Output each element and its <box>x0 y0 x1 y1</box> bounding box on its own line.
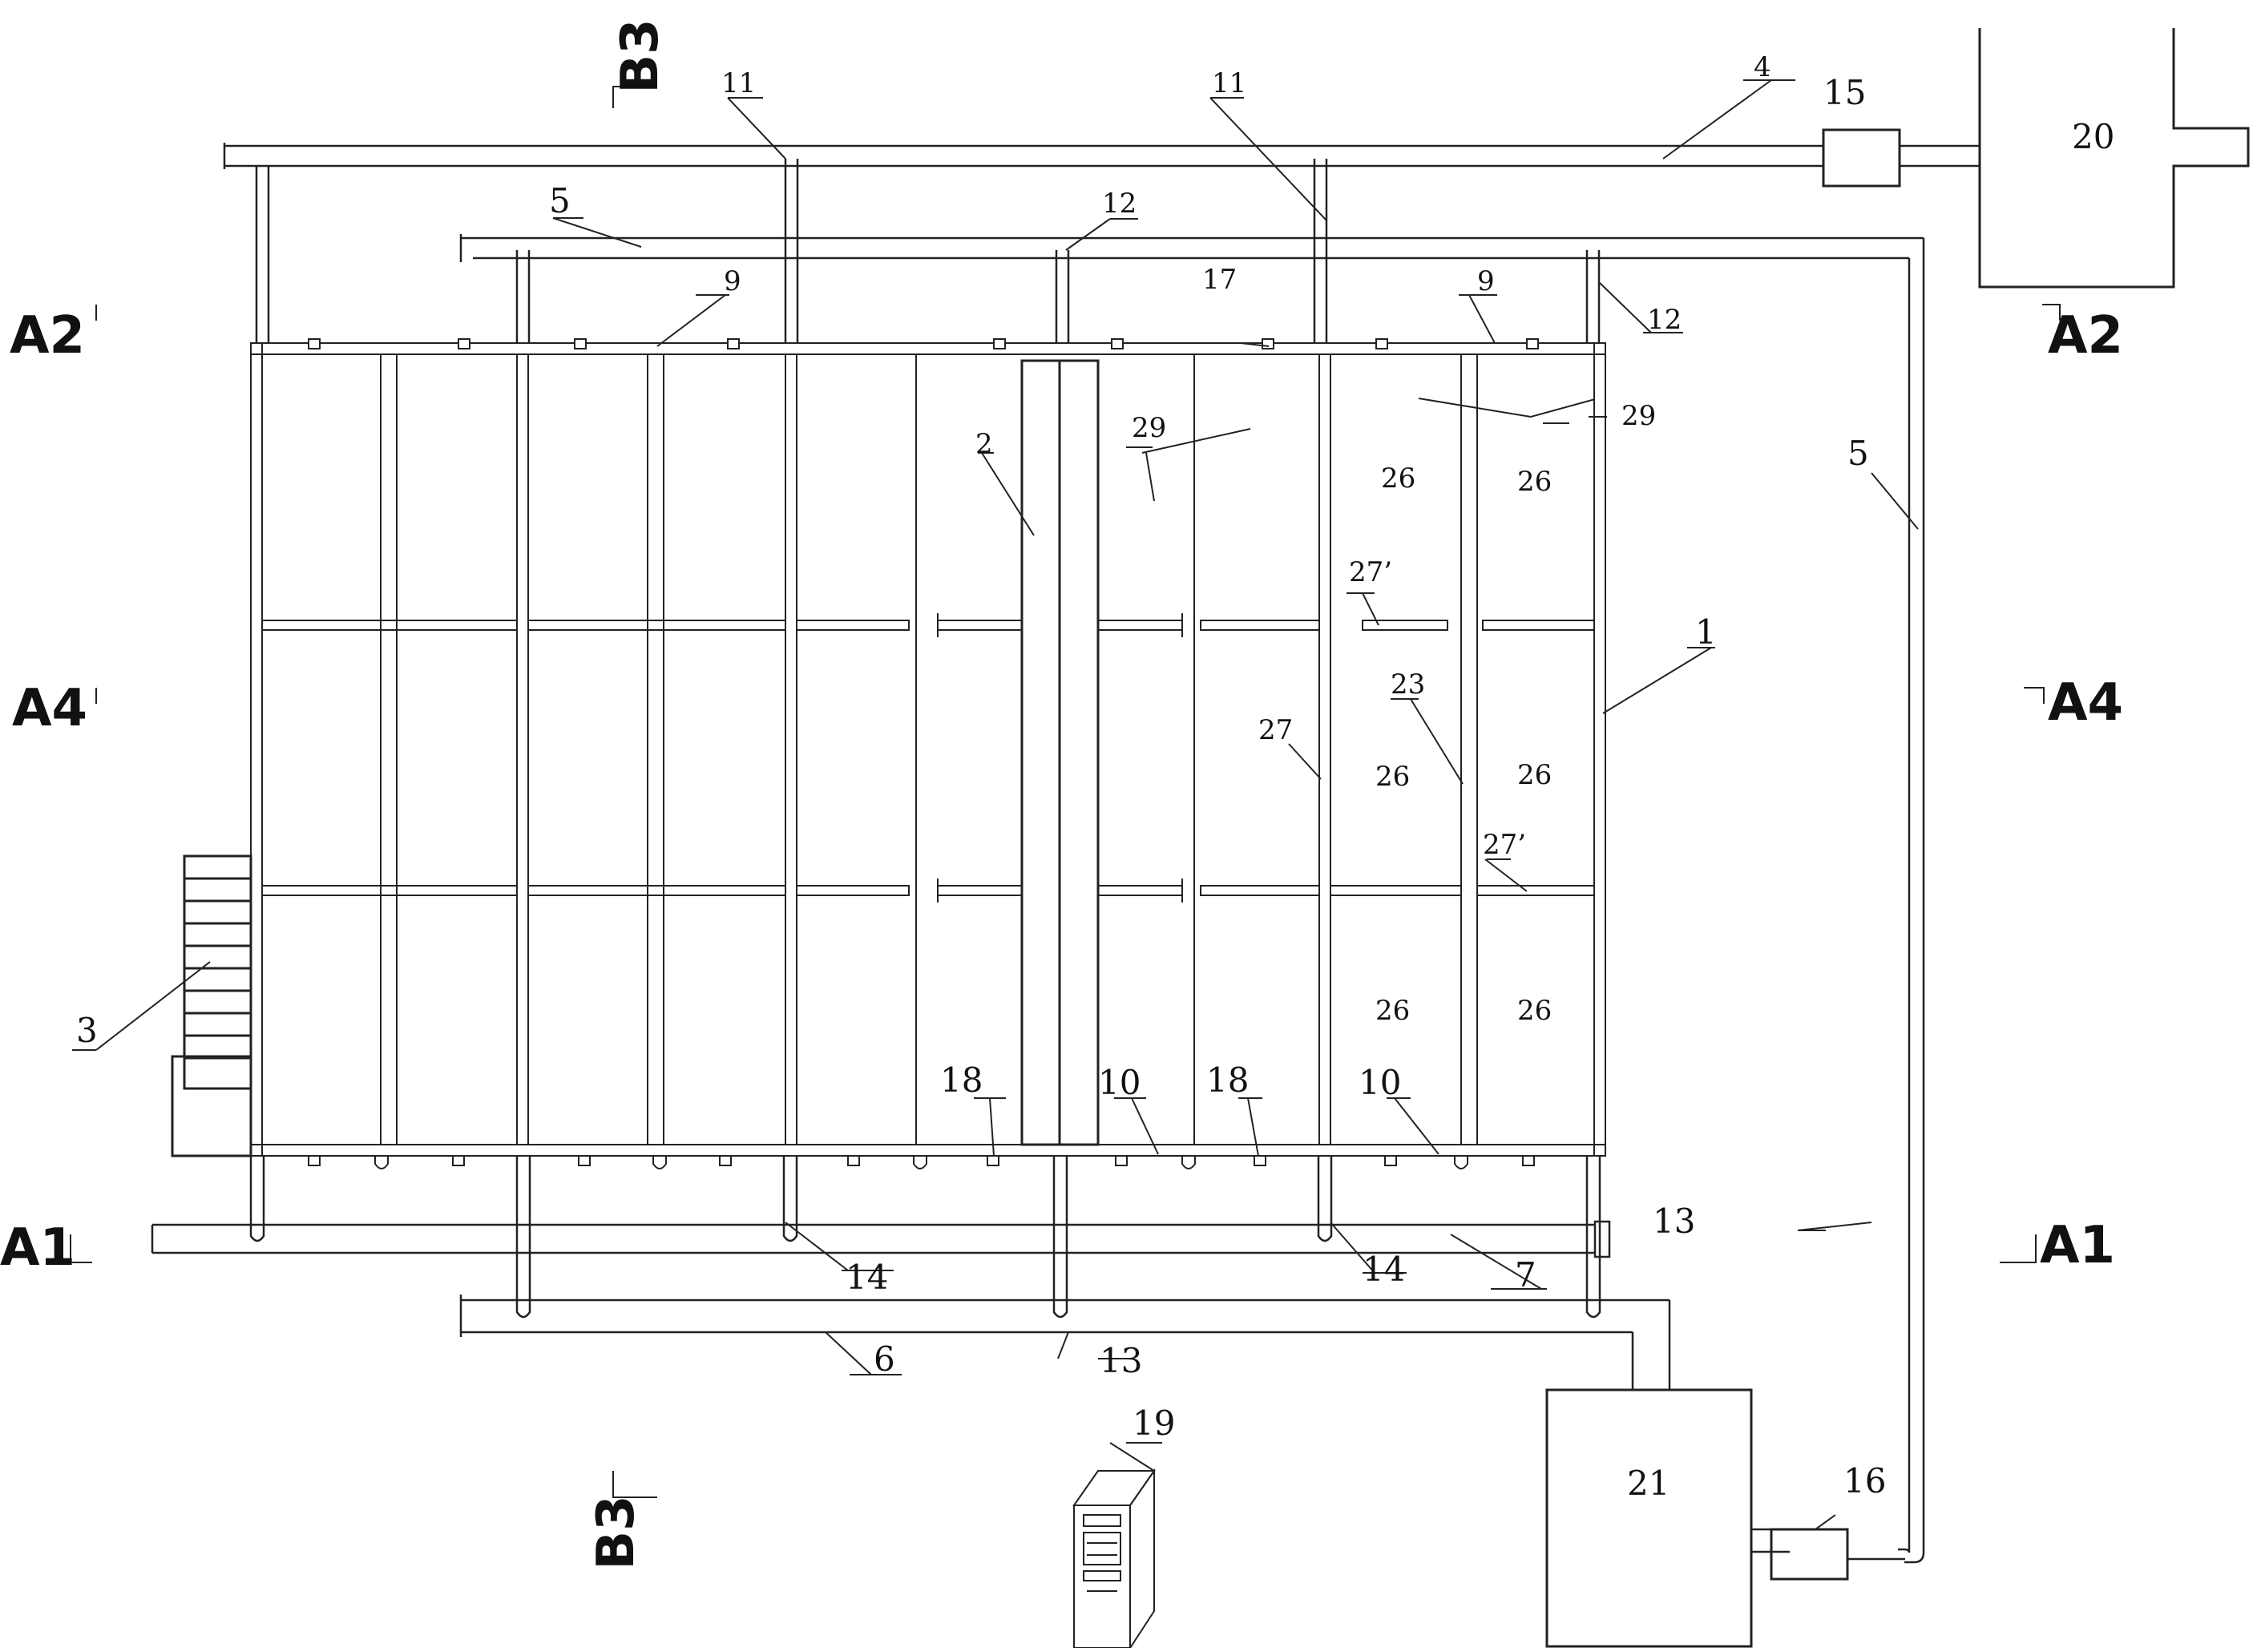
tank-right-wall <box>1593 342 1606 1157</box>
label-10-right: 10 <box>1359 1063 1401 1102</box>
label-26-a: 26 <box>1381 462 1415 495</box>
pipe-4-drops <box>255 159 1328 343</box>
section-b3-top: B3 <box>611 18 670 93</box>
pump-15 <box>1822 128 1901 188</box>
bottom-drain-traps <box>374 1156 1468 1169</box>
section-a2-left: A2 <box>10 306 85 366</box>
label-18-right: 18 <box>1206 1060 1249 1100</box>
section-a1-left: A1 <box>0 1218 75 1278</box>
callout-numbers: 1 2 3 4 5 5 6 7 9 9 10 10 11 11 12 12 13… <box>76 51 2114 1503</box>
label-3: 3 <box>76 1011 98 1050</box>
label-26-d: 26 <box>1517 759 1552 791</box>
label-26-c: 26 <box>1375 761 1410 793</box>
label-29-right: 29 <box>1621 400 1656 432</box>
pipe-6 <box>459 1295 1671 1390</box>
label-12-right: 12 <box>1647 304 1682 336</box>
label-21: 21 <box>1627 1464 1670 1503</box>
label-5-right: 5 <box>1847 434 1869 473</box>
label-11-left: 11 <box>721 67 756 99</box>
tank-top-wall <box>250 342 1606 355</box>
tank-20 <box>1978 28 2250 289</box>
control-cabinet <box>1072 1468 1156 1649</box>
label-14-right: 14 <box>1363 1250 1405 1289</box>
pipe-13-drops <box>515 1156 1601 1319</box>
section-markers: B3 B3 A2 A2 A4 A4 A1 A1 <box>0 18 2123 1569</box>
label-16: 16 <box>1843 1461 1886 1501</box>
label-13-bottom: 13 <box>1100 1341 1142 1380</box>
side-stair <box>171 854 252 1157</box>
label-13-right: 13 <box>1653 1202 1695 1241</box>
label-12-mid: 12 <box>1102 188 1137 220</box>
leader-lines <box>72 79 1919 1530</box>
pump-16 <box>1770 1528 1849 1581</box>
shelf-row-lower <box>261 879 1595 903</box>
label-27: 27 <box>1258 714 1293 746</box>
section-a2-right: A2 <box>2048 306 2123 366</box>
pipe-5 <box>459 234 1925 1564</box>
label-20: 20 <box>2072 117 2114 156</box>
partition-wall <box>785 353 797 1145</box>
section-a4-left: A4 <box>12 679 87 738</box>
bottom-nozzles <box>308 1155 1535 1166</box>
section-a1-right: A1 <box>2040 1216 2115 1275</box>
tank-left-wall <box>250 342 263 1157</box>
label-23: 23 <box>1391 668 1425 701</box>
label-15: 15 <box>1823 73 1866 112</box>
pipe-4 <box>223 143 1980 169</box>
label-27-prime-bottom: 27’ <box>1483 829 1526 861</box>
label-10-left: 10 <box>1098 1063 1141 1102</box>
label-4: 4 <box>1754 51 1771 83</box>
label-29-mid: 29 <box>1132 412 1166 444</box>
label-18-left: 18 <box>940 1060 983 1100</box>
label-26-e: 26 <box>1375 995 1410 1027</box>
label-14-left: 14 <box>846 1258 888 1297</box>
label-2: 2 <box>975 428 993 460</box>
thin-separators <box>380 354 1478 1145</box>
section-a4-right: A4 <box>2048 673 2123 733</box>
section-cut-lines <box>70 86 2061 1498</box>
label-9-left: 9 <box>724 265 741 297</box>
tank-21 <box>1545 1388 1753 1648</box>
partition-wall <box>516 353 529 1145</box>
shelf-row-upper <box>261 613 1595 637</box>
label-5-top: 5 <box>549 181 571 220</box>
partition-wall-27 <box>1318 353 1331 1145</box>
label-26-f: 26 <box>1517 995 1552 1027</box>
tank-bottom-wall <box>250 1144 1606 1157</box>
label-26-b: 26 <box>1517 466 1552 498</box>
label-7: 7 <box>1515 1255 1536 1295</box>
label-1: 1 <box>1695 612 1717 652</box>
pipe-5-drops <box>515 250 1601 343</box>
label-6: 6 <box>874 1339 895 1379</box>
pipe-7 <box>151 1220 1611 1258</box>
label-9-right: 9 <box>1477 265 1495 297</box>
label-19: 19 <box>1133 1404 1175 1443</box>
label-17: 17 <box>1202 264 1237 296</box>
label-27-prime-top: 27’ <box>1349 556 1392 588</box>
label-11-right: 11 <box>1212 67 1246 99</box>
pipe-14-drops <box>249 1156 1333 1242</box>
section-b3-bottom: B3 <box>587 1495 646 1569</box>
